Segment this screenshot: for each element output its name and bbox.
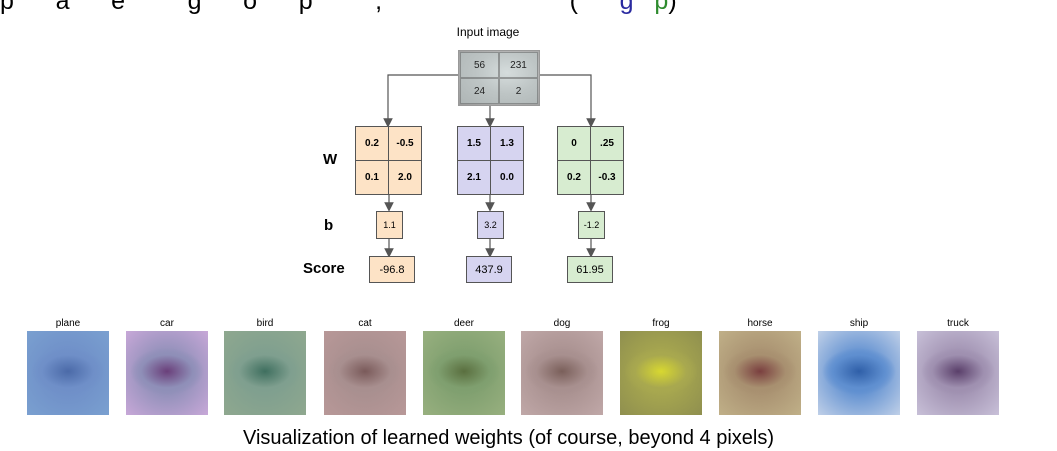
top-cropped-text: p a e g o p , ( g p): [0, 0, 1057, 16]
template-label: horse: [747, 318, 773, 329]
top-text-part1: p a e g o p , (: [0, 0, 578, 15]
input-pixel: 56: [460, 52, 499, 78]
input-pixel: 231: [499, 52, 538, 78]
template-image: [917, 331, 999, 415]
input-pixel: 2: [499, 78, 538, 104]
template-image: [224, 331, 306, 415]
bias-box: -1.2: [578, 211, 605, 239]
weight-cell: 2.0: [388, 160, 422, 195]
template-label: deer: [453, 318, 474, 329]
score-box: 437.9: [466, 256, 512, 283]
template-label: truck: [947, 318, 969, 329]
template-image: [719, 331, 801, 415]
template-image: [27, 331, 109, 415]
b-row-label: b: [324, 217, 334, 234]
weight-cell: 0.2: [355, 126, 389, 161]
template-image: [423, 331, 505, 415]
template-label: car: [160, 318, 174, 329]
caption: Visualization of learned weights (of cou…: [242, 427, 775, 449]
top-text-part2: ): [668, 0, 677, 15]
template-label: plane: [55, 318, 81, 329]
input-image-title: Input image: [456, 25, 520, 39]
template-label: dog: [553, 318, 571, 329]
weight-cell: 0.1: [355, 160, 389, 195]
template-image: [324, 331, 406, 415]
top-text-green: p: [633, 0, 669, 15]
weight-cell: 2.1: [457, 160, 491, 195]
bias-box: 3.2: [477, 211, 504, 239]
template-label: bird: [256, 318, 274, 329]
template-image: [521, 331, 603, 415]
input-pixel: 24: [460, 78, 499, 104]
template-image: [620, 331, 702, 415]
weight-cell: 1.5: [457, 126, 491, 161]
input-image: 56 231 24 2: [458, 50, 540, 106]
template-label: frog: [652, 318, 670, 329]
w-row-label: W: [323, 151, 338, 168]
template-image: [126, 331, 208, 415]
weight-cell: -0.5: [388, 126, 422, 161]
weight-cell: 0.2: [557, 160, 591, 195]
score-row-label: Score: [303, 260, 345, 277]
weight-cell: 0.0: [490, 160, 524, 195]
template-label: ship: [849, 318, 869, 329]
weight-cell: .25: [590, 126, 624, 161]
top-text-blue: g: [577, 0, 634, 15]
template-label: cat: [358, 318, 372, 329]
weight-cell: 1.3: [490, 126, 524, 161]
template-image: [818, 331, 900, 415]
score-box: 61.95: [567, 256, 613, 283]
bias-box: 1.1: [376, 211, 403, 239]
weight-cell: -0.3: [590, 160, 624, 195]
weight-cell: 0: [557, 126, 591, 161]
score-box: -96.8: [369, 256, 415, 283]
